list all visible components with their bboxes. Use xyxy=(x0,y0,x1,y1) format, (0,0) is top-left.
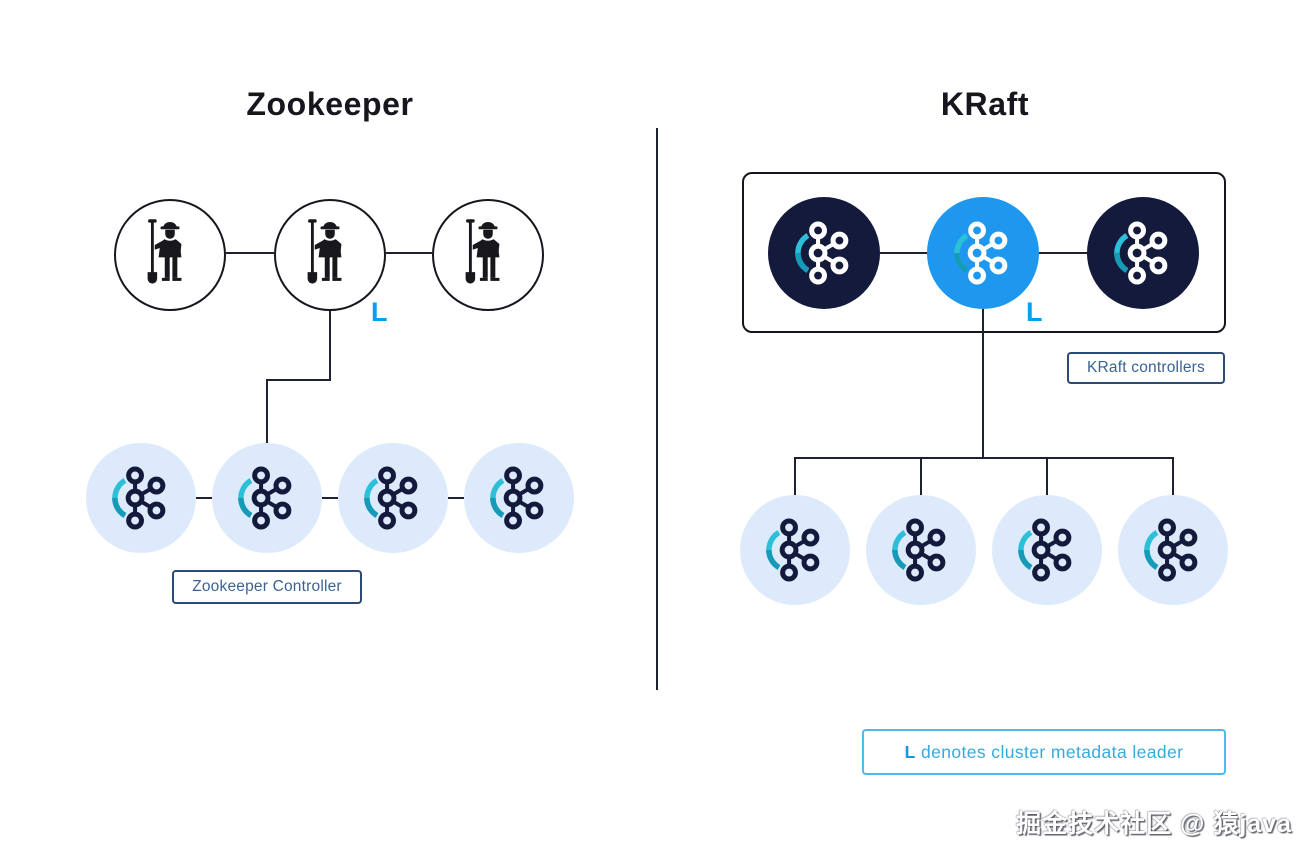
kraft-controllers-tag: KRaft controllers xyxy=(1067,352,1225,384)
zk-elbow-line xyxy=(266,379,331,381)
kafka-icon xyxy=(1105,215,1181,291)
zookeeper-node xyxy=(114,199,226,311)
kafka-icon xyxy=(883,512,959,588)
kafka-icon xyxy=(1135,512,1211,588)
zk-leader-drop-line xyxy=(329,309,331,381)
kraft-controller-leader-node xyxy=(927,197,1039,309)
kraft-broker-drop-line xyxy=(1172,457,1174,497)
kraft-broker-drop-line xyxy=(794,457,796,497)
zk-elbow-drop-line xyxy=(266,379,268,445)
zookeeper-controller-tag: Zookeeper Controller xyxy=(172,570,362,604)
kraft-controllers-tag-label: KRaft controllers xyxy=(1087,359,1205,376)
kafka-icon xyxy=(229,460,305,536)
kafka-broker-node xyxy=(212,443,322,553)
kafka-icon xyxy=(103,460,179,536)
zookeeper-icon xyxy=(141,215,199,295)
legend-leader-letter: L xyxy=(904,741,916,762)
zookeeper-leader-node xyxy=(274,199,386,311)
broker-connector-line xyxy=(448,497,464,499)
kafka-broker-node xyxy=(740,495,850,605)
kraft-connector-line xyxy=(1039,252,1087,254)
kraft-broker-drop-line xyxy=(1046,457,1048,497)
broker-connector-line xyxy=(322,497,338,499)
zookeeper-controller-tag-label: Zookeeper Controller xyxy=(192,578,342,595)
kraft-title: KRaft xyxy=(940,86,1030,122)
kafka-icon xyxy=(786,215,862,291)
divider-line xyxy=(656,128,658,690)
zookeeper-leader-label: L xyxy=(371,297,388,327)
kafka-icon xyxy=(1009,512,1085,588)
kafka-icon xyxy=(355,460,431,536)
kafka-icon xyxy=(757,512,833,588)
kafka-broker-node xyxy=(338,443,448,553)
legend-text: denotes cluster metadata leader xyxy=(915,741,1184,762)
zookeeper-title: Zookeeper xyxy=(246,86,414,122)
kafka-broker-node xyxy=(86,443,196,553)
kraft-controller-node xyxy=(1087,197,1199,309)
kraft-broker-drop-line xyxy=(920,457,922,497)
kraft-leader-label: L xyxy=(1026,297,1043,327)
kafka-broker-node xyxy=(464,443,574,553)
kafka-broker-node xyxy=(1118,495,1228,605)
legend-box: L denotes cluster metadata leader xyxy=(862,729,1226,775)
zk-connector-line xyxy=(386,252,432,254)
kafka-icon xyxy=(481,460,557,536)
kraft-bus-line xyxy=(794,457,1174,459)
watermark-text: 掘金技术社区 @ 猿java xyxy=(1016,810,1292,838)
kafka-icon xyxy=(945,215,1021,291)
zookeeper-icon xyxy=(301,215,359,295)
zk-connector-line xyxy=(226,252,274,254)
kraft-leader-drop-line xyxy=(982,307,984,459)
kraft-connector-line xyxy=(880,252,927,254)
zookeeper-node xyxy=(432,199,544,311)
broker-connector-line xyxy=(196,497,212,499)
zookeeper-icon xyxy=(459,215,517,295)
kafka-broker-node xyxy=(992,495,1102,605)
kafka-broker-node xyxy=(866,495,976,605)
kraft-controller-node xyxy=(768,197,880,309)
